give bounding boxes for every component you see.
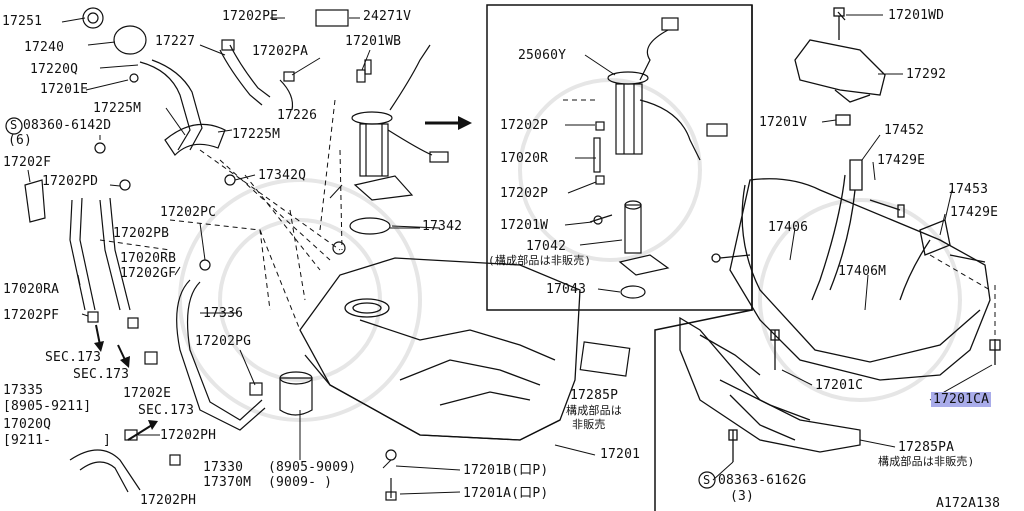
callout-17202ph-b: 17202PH bbox=[140, 493, 197, 508]
callout-24271v: 24271V bbox=[363, 9, 412, 24]
callout-17285p: 17285P bbox=[570, 388, 619, 403]
inset-arrow bbox=[425, 116, 472, 130]
callout-17042-note: (構成部品は非販売) bbox=[488, 254, 592, 267]
heat-shield-straps bbox=[679, 7, 1001, 462]
section-ref-arrows bbox=[94, 324, 158, 441]
callout-17202e: 17202E bbox=[123, 386, 172, 401]
callout-17202pe: 17202PE bbox=[222, 9, 279, 24]
callout-17429e-a: 17429E bbox=[877, 153, 926, 168]
fuel-pump-assembly bbox=[349, 44, 449, 235]
callout-17335: 17335 bbox=[3, 383, 44, 398]
callout-08360: 08360-6142D bbox=[23, 118, 112, 133]
callout-sec173-a: SEC.173 bbox=[45, 350, 102, 365]
callout-17201w: 17201W bbox=[500, 218, 549, 233]
callout-17201wb: 17201WB bbox=[345, 34, 402, 49]
callout-17285p-note1: 構成部品は bbox=[566, 404, 622, 417]
callout-17202gf: 17202GF bbox=[120, 266, 177, 281]
callout-17330: 17330 bbox=[203, 460, 244, 475]
callout-08363: 08363-6162G bbox=[718, 473, 807, 488]
callout-17202pf: 17202PF bbox=[3, 308, 60, 323]
callout-17202ph-a: 17202PH bbox=[160, 428, 217, 443]
callout-17020ra: 17020RA bbox=[3, 282, 60, 297]
callout-17020q: 17020Q bbox=[3, 417, 52, 432]
callout-17406: 17406 bbox=[768, 220, 809, 235]
fuel-tank bbox=[299, 257, 581, 441]
callout-08360-s: S bbox=[10, 118, 18, 132]
callout-17201: 17201 bbox=[600, 447, 641, 462]
callout-17285pa: 17285PA bbox=[898, 440, 955, 455]
callout-17201b: 17201B(口P) bbox=[463, 463, 549, 478]
callout-17201ca[interactable]: 17201CA bbox=[931, 392, 992, 407]
callout-17292: 17292 bbox=[906, 67, 947, 82]
callout-17042: 17042 bbox=[526, 239, 567, 254]
callout-17406m: 17406M bbox=[838, 264, 887, 279]
callout-17202pg: 17202PG bbox=[195, 334, 252, 349]
callout-17202pb: 17202PB bbox=[113, 226, 170, 241]
callout-17227: 17227 bbox=[155, 34, 196, 49]
callout-17225m-b: 17225M bbox=[232, 127, 281, 142]
callout-17240: 17240 bbox=[24, 40, 65, 55]
callout-17226: 17226 bbox=[277, 108, 318, 123]
callout-17220q: 17220Q bbox=[30, 62, 79, 77]
leader-lines bbox=[27, 14, 993, 495]
callout-sec173-c: SEC.173 bbox=[138, 403, 195, 418]
callout-17020q-range: [9211- bbox=[3, 433, 52, 448]
callout-17342q: 17342Q bbox=[258, 168, 307, 183]
standard-part-circles bbox=[5, 117, 716, 489]
inset-pump bbox=[589, 17, 728, 299]
callout-17020q-bracket: ] bbox=[103, 433, 112, 448]
callout-17201wd: 17201WD bbox=[888, 8, 945, 23]
callout-17336: 17336 bbox=[203, 306, 244, 321]
callout-08363-qty: (3) bbox=[730, 489, 755, 504]
callout-17453: 17453 bbox=[948, 182, 989, 197]
callout-17429e-b: 17429E bbox=[950, 205, 999, 220]
callout-17043: 17043 bbox=[546, 282, 587, 297]
callout-sec173-b: SEC.173 bbox=[73, 367, 130, 382]
callout-17202pd: 17202PD bbox=[42, 174, 99, 189]
callout-17201e: 17201E bbox=[40, 82, 89, 97]
callout-17330-range: (8905-9009) bbox=[268, 460, 357, 475]
callout-17202p-a: 17202P bbox=[500, 118, 549, 133]
filler-neck-hoses bbox=[24, 7, 313, 493]
figure-code: A172A138 bbox=[936, 496, 1001, 511]
callout-17335-range: [8905-9211] bbox=[3, 399, 92, 414]
callout-17202pa: 17202PA bbox=[252, 44, 309, 59]
callout-08360-qty: (6) bbox=[8, 133, 33, 148]
callout-08363-s: S bbox=[703, 473, 711, 487]
callout-17202f: 17202F bbox=[3, 155, 52, 170]
callout-17020rb: 17020RB bbox=[120, 251, 177, 266]
callout-17201a: 17201A(口P) bbox=[463, 486, 549, 501]
callout-17020r: 17020R bbox=[500, 151, 549, 166]
callout-17452: 17452 bbox=[884, 123, 925, 138]
callout-17251: 17251 bbox=[2, 14, 43, 29]
callout-17370m: 17370M bbox=[203, 475, 252, 490]
callout-17285p-note2: 非販売 bbox=[572, 418, 606, 431]
callout-25060y: 25060Y bbox=[518, 48, 567, 63]
callout-17201c: 17201C bbox=[815, 378, 864, 393]
callout-17370m-range: (9009- ) bbox=[268, 475, 333, 490]
callout-17201v: 17201V bbox=[759, 115, 808, 130]
inset-frame bbox=[486, 4, 753, 511]
callout-17202p-b: 17202P bbox=[500, 186, 549, 201]
callout-17342: 17342 bbox=[422, 219, 463, 234]
callout-17285pa-note: 構成部品は非販売) bbox=[878, 455, 975, 468]
callout-17202pc: 17202PC bbox=[160, 205, 217, 220]
callout-17225m-a: 17225M bbox=[93, 101, 142, 116]
